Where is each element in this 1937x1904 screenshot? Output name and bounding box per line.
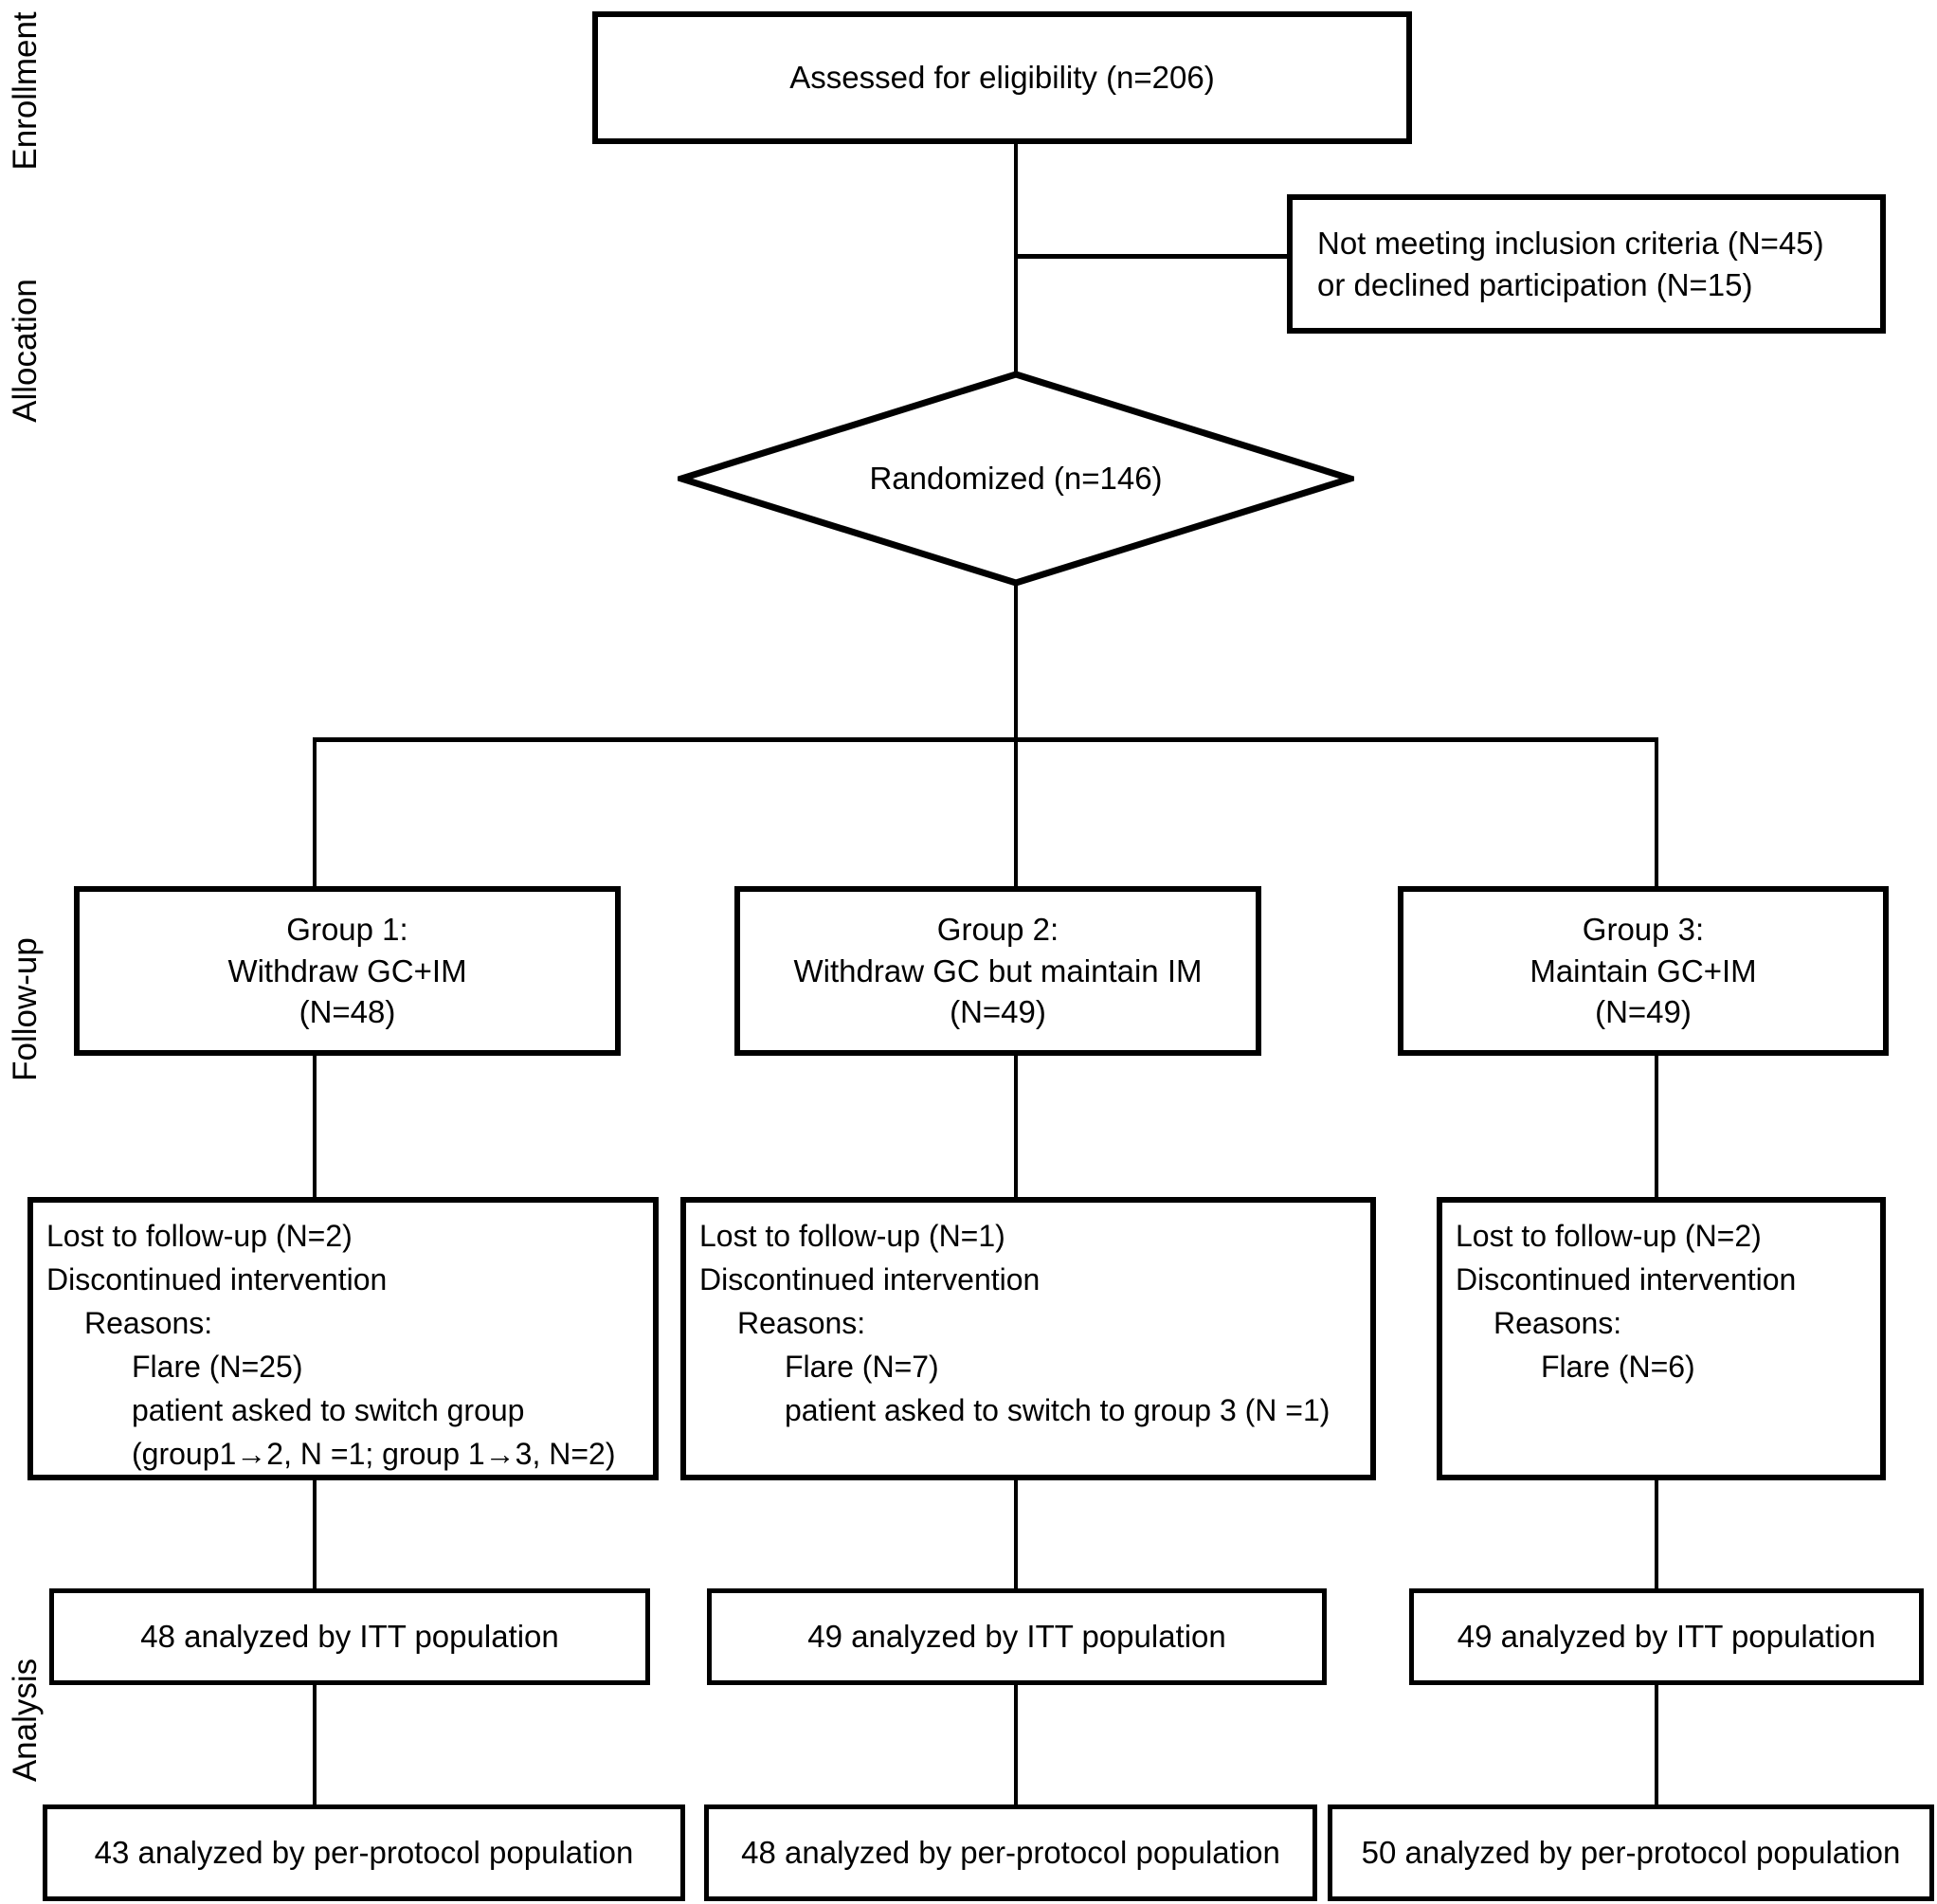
connector-itt1-to-pp1 — [313, 1685, 317, 1806]
assessed-eligibility-box: Assessed for eligibility (n=206) — [592, 11, 1412, 144]
followup2-line: Lost to follow-up (N=1) — [699, 1219, 1005, 1253]
group2-title: Group 2: — [936, 912, 1059, 948]
connector-assessed-to-randomized — [1014, 142, 1018, 376]
randomized-diamond — [678, 371, 1354, 587]
followup1-line: (group1→2, N =1; group 1→3, N=2) — [132, 1437, 616, 1471]
group2-intervention: Withdraw GC but maintain IM — [793, 952, 1203, 988]
followup1-box: Lost to follow-up (N=2) Discontinued int… — [27, 1197, 659, 1480]
followup2-line: Reasons: — [737, 1306, 866, 1340]
assessed-eligibility-text: Assessed for eligibility (n=206) — [789, 60, 1215, 96]
itt3-box: 49 analyzed by ITT population — [1409, 1588, 1924, 1685]
followup2-line: Flare (N=7) — [785, 1350, 939, 1384]
itt1-text: 48 analyzed by ITT population — [140, 1619, 559, 1655]
itt1-box: 48 analyzed by ITT population — [49, 1588, 650, 1685]
stage-label-allocation: Allocation — [7, 279, 44, 423]
connector-group2-to-followup2 — [1014, 1054, 1018, 1199]
group1-intervention: Withdraw GC+IM — [227, 952, 467, 988]
followup1-line: Reasons: — [84, 1306, 213, 1340]
per-protocol3-box: 50 analyzed by per-protocol population — [1328, 1804, 1934, 1901]
stage-label-enrollment: Enrollment — [7, 11, 44, 171]
connector-group1-to-followup1 — [313, 1054, 317, 1199]
connector-followup3-to-itt3 — [1655, 1478, 1658, 1590]
group1-n: (N=48) — [299, 994, 396, 1030]
connector-itt2-to-pp2 — [1014, 1685, 1018, 1806]
followup2-line: Discontinued intervention — [699, 1262, 1041, 1297]
stage-label-followup: Follow-up — [7, 937, 44, 1081]
followup3-line: Discontinued intervention — [1456, 1262, 1797, 1297]
connector-split-to-group1 — [313, 737, 317, 888]
itt2-text: 49 analyzed by ITT population — [807, 1619, 1226, 1655]
followup3-box: Lost to follow-up (N=2) Discontinued int… — [1437, 1197, 1886, 1480]
per-protocol2-text: 48 analyzed by per-protocol population — [741, 1835, 1280, 1871]
connector-followup1-to-itt1 — [313, 1478, 317, 1590]
followup3-line: Reasons: — [1493, 1306, 1622, 1340]
per-protocol1-box: 43 analyzed by per-protocol population — [43, 1804, 685, 1901]
followup1-line: Flare (N=25) — [132, 1350, 303, 1384]
itt3-text: 49 analyzed by ITT population — [1457, 1619, 1876, 1655]
group3-title: Group 3: — [1582, 912, 1705, 948]
randomized-text: Randomized (n=146) — [869, 461, 1163, 496]
itt2-box: 49 analyzed by ITT population — [707, 1588, 1327, 1685]
excluded-line-2: or declined participation (N=15) — [1317, 266, 1753, 302]
followup1-line: Discontinued intervention — [46, 1262, 388, 1297]
excluded-box: Not meeting inclusion criteria (N=45) or… — [1287, 194, 1886, 334]
connector-branch-to-excluded — [1014, 254, 1289, 259]
group1-box: Group 1: Withdraw GC+IM (N=48) — [74, 886, 621, 1056]
group2-box: Group 2: Withdraw GC but maintain IM (N=… — [734, 886, 1261, 1056]
group3-n: (N=49) — [1595, 994, 1692, 1030]
connector-followup2-to-itt2 — [1014, 1478, 1018, 1590]
followup3-line: Lost to follow-up (N=2) — [1456, 1219, 1762, 1253]
followup3-line: Flare (N=6) — [1541, 1350, 1695, 1384]
group2-n: (N=49) — [950, 994, 1046, 1030]
group3-box: Group 3: Maintain GC+IM (N=49) — [1398, 886, 1889, 1056]
per-protocol1-text: 43 analyzed by per-protocol population — [94, 1835, 634, 1871]
group3-intervention: Maintain GC+IM — [1530, 952, 1757, 988]
group1-title: Group 1: — [286, 912, 408, 948]
connector-split-to-group3 — [1655, 737, 1658, 888]
per-protocol2-box: 48 analyzed by per-protocol population — [704, 1804, 1317, 1901]
connector-allocation-split — [313, 737, 1658, 742]
followup2-line: patient asked to switch to group 3 (N =1… — [785, 1393, 1331, 1427]
followup1-line: patient asked to switch group — [132, 1393, 525, 1427]
per-protocol3-text: 50 analyzed by per-protocol population — [1361, 1835, 1901, 1871]
excluded-line-1: Not meeting inclusion criteria (N=45) — [1317, 225, 1824, 261]
followup2-box: Lost to follow-up (N=1) Discontinued int… — [680, 1197, 1376, 1480]
connector-randomized-to-group2 — [1014, 585, 1018, 888]
followup1-line: Lost to follow-up (N=2) — [46, 1219, 353, 1253]
connector-group3-to-followup3 — [1655, 1054, 1658, 1199]
connector-itt3-to-pp3 — [1655, 1685, 1658, 1806]
stage-label-analysis: Analysis — [7, 1658, 44, 1783]
